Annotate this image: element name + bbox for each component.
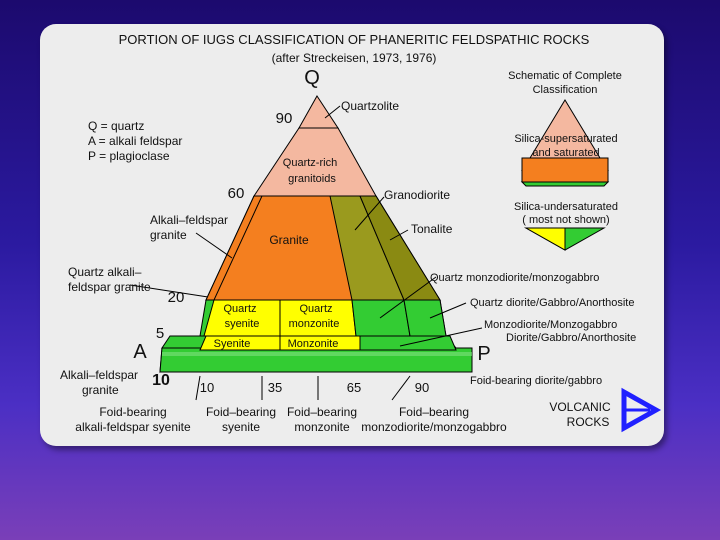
callout-foid-syenite-2: syenite [222,420,260,434]
callout-leaders [129,105,483,401]
label-quartz-syenite-1: Quartz [223,303,256,315]
callout-foid-monzodiorite-1: Foid–bearing [399,405,469,419]
volcanic-label-2: ROCKS [567,415,610,429]
callout-alkali-granite-1: Alkali–feldspar [150,213,228,227]
field-quartz-monzodiorite [351,299,411,337]
field-quartzolite [298,95,339,129]
schematic-title-1: Schematic of Complete [508,70,622,82]
apex-a: A [133,341,147,363]
callout-quartz-monzodiorite: Quartz monzodiorite/monzogabbro [430,272,599,284]
label-syenite: Syenite [214,338,251,350]
tick-bottom-10: 10 [200,380,214,395]
field-quartz-diorite [403,299,447,337]
schematic-title-2: Classification [533,84,598,96]
schematic-upper-1: Silica-supersaturated [514,133,617,145]
band-highlight [162,352,472,356]
tick-bottom-90: 90 [415,380,429,395]
label-monzonite: Monzonite [288,338,339,350]
label-quartz-monzonite-2: monzonite [289,318,340,330]
callout-foid-monzonite-2: monzonite [294,420,350,434]
callout-alkali-syenite-2: granite [82,383,119,397]
label-quartz-syenite-2: syenite [225,318,260,330]
legend-plagioclase: P = plagioclase [88,149,170,163]
callout-quartzolite: Quartzolite [341,99,399,113]
legend-quartz: Q = quartz [88,119,144,133]
callout-foid-alkali-1: Foid-bearing [99,405,166,419]
callout-foid-monzonite-1: Foid–bearing [287,405,357,419]
tick-bottom-65: 65 [347,380,361,395]
callout-alkali-syenite-1: Alkali–feldspar [60,368,138,382]
label-granite: Granite [269,233,309,247]
tick-5: 5 [156,325,164,342]
volcanic-label-1: VOLCANIC [549,400,611,414]
callout-foid-syenite-1: Foid–bearing [206,405,276,419]
label-granitoids: granitoids [288,173,336,185]
schematic-diamond [520,99,610,251]
callout-monzodiorite-1: Monzodiorite/Monzogabbro [484,319,617,331]
schematic-lower-2: ( most not shown) [522,214,609,226]
tick-20: 20 [168,289,185,306]
legend-alkali-feldspar: A = alkali feldspar [88,134,182,148]
callout-foid-monzodiorite-2: monzodiorite/monzogabbro [361,420,507,434]
tick-60: 60 [228,185,245,202]
callout-alkali-granite-2: granite [150,228,187,242]
callout-monzodiorite-2: Diorite/Gabbro/Anorthosite [506,332,636,344]
callout-quartz-diorite: Quartz diorite/Gabbro/Anorthosite [470,297,634,309]
field-monzodiorite [359,335,457,351]
callout-quartz-alkali-2: feldspar granite [68,280,151,294]
apex-p: P [477,343,490,365]
callout-granodiorite: Granodiorite [384,188,450,202]
callout-foid-alkali-2: alkali-feldspar syenite [75,420,191,434]
diagram-subtitle: (after Streckeisen, 1973, 1976) [272,51,437,65]
schematic-upper-2: and saturated [532,147,599,159]
tick-bottom-35: 35 [268,380,282,395]
tick-90: 90 [276,110,293,127]
schematic-lower-1: Silica-undersaturated [514,201,618,213]
callout-quartz-alkali-1: Quartz alkali– [68,265,142,279]
tick-side-10: 10 [152,372,170,389]
diagram-title: PORTION OF IUGS CLASSIFICATION OF PHANER… [119,32,590,47]
callout-foid-diorite: Foid-bearing diorite/gabbro [470,375,602,387]
label-quartz-rich: Quartz-rich [283,157,337,169]
apex-q: Q [304,67,320,89]
label-quartz-monzonite-1: Quartz [299,303,332,315]
foid-bearing-band [159,347,473,373]
callout-tonalite: Tonalite [411,222,453,236]
